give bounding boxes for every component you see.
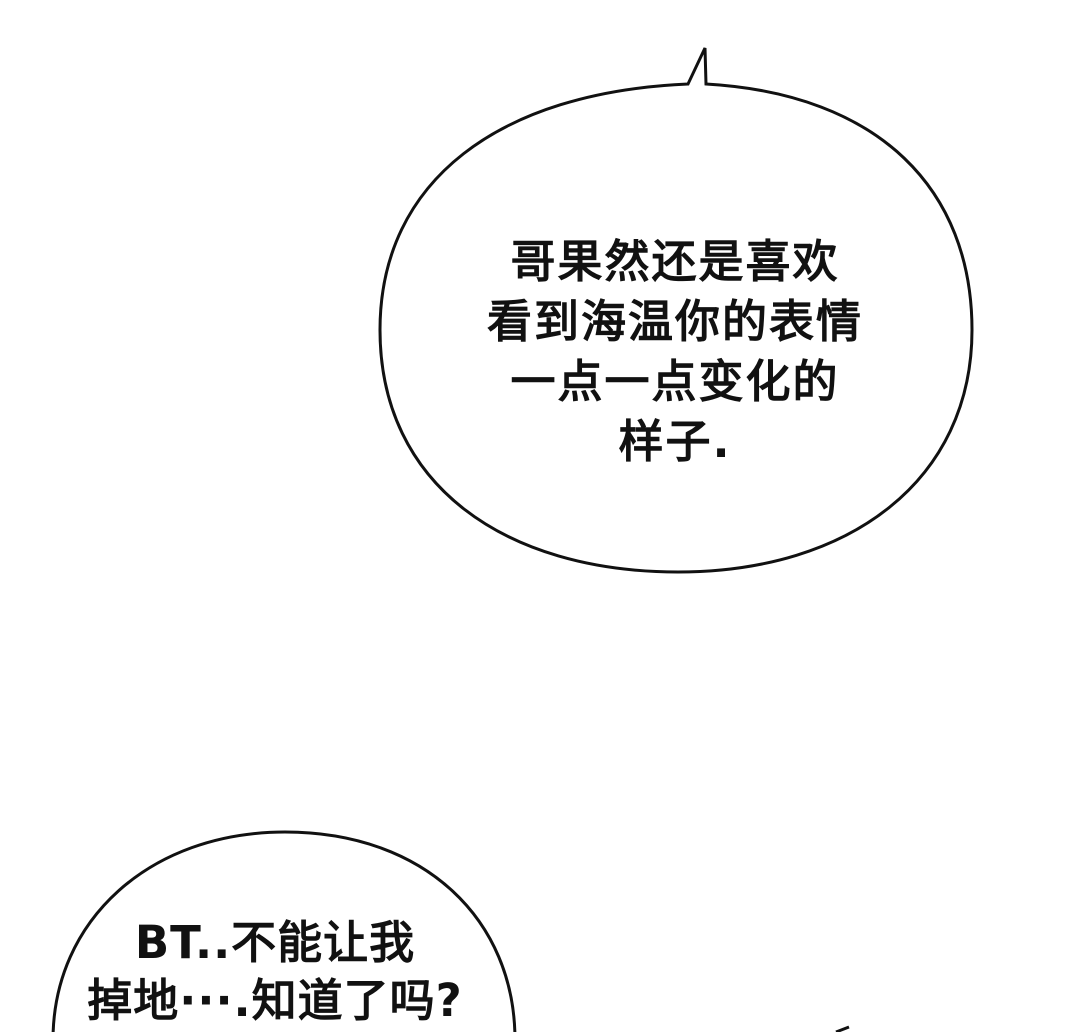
speech-bubble-1-text: 哥果然还是喜欢 看到海温你的表情 一点一点变化的 样子.: [430, 232, 920, 472]
bubble-2-line-2: 掉地···.知道了吗?: [87, 974, 463, 1027]
bubble-1-line-2: 看到海温你的表情: [486, 295, 863, 348]
bubble-1-line-4: 样子.: [618, 415, 732, 468]
speech-bubble-tail-fragment: [835, 1025, 850, 1032]
speech-bubble-1-outline: [378, 47, 974, 574]
bubble-1-line-3: 一点一点变化的: [510, 355, 840, 408]
speech-bubble-2-text: BT..不能让我 掉地···.知道了吗?: [40, 914, 510, 1030]
bubble-2-line-1: BT..不能让我: [134, 916, 416, 969]
speech-bubble-2-outline: [51, 830, 517, 1032]
bubble-1-line-1: 哥果然还是喜欢: [510, 235, 840, 288]
